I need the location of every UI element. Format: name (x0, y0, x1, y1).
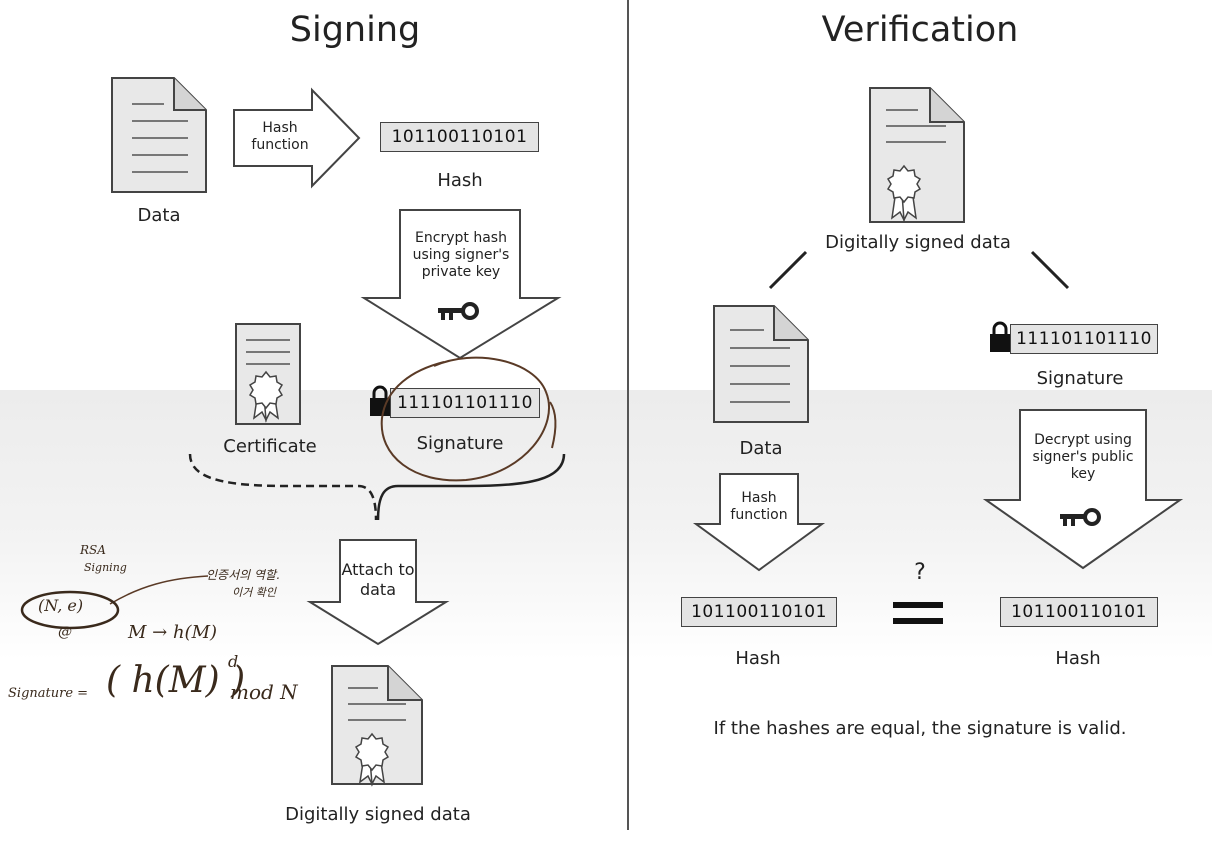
data-document-icon (111, 77, 207, 193)
signing-hash-value: 101100110101 (380, 122, 539, 152)
signature-lock-icon (370, 385, 390, 416)
signing-signature-value: 111101101110 (390, 388, 540, 418)
verification-signature-label: Signature (1036, 368, 1124, 389)
annotation-formula-mod: mod N (230, 680, 298, 704)
combine-brace (188, 453, 566, 521)
split-lines (768, 250, 1070, 290)
verification-hash-right-value: 101100110101 (1000, 597, 1158, 627)
equals-sign-bottom (893, 618, 943, 624)
annotation-signing: Signing (84, 561, 127, 574)
verification-hash-left-label: Hash (735, 648, 781, 669)
signing-encrypt-label: Encrypt hash using signer's private key (412, 230, 510, 280)
decrypt-label: Decrypt using signer's public key (1032, 432, 1134, 482)
verification-hash-arrow-icon (692, 473, 826, 572)
verification-signed-document-icon (869, 87, 965, 223)
attach-arrow-icon (306, 539, 450, 646)
annotation-key-pair: (N, e) (38, 596, 84, 615)
hash-function-arrow-icon (233, 87, 361, 189)
annotation-at-sign: @ (58, 624, 72, 640)
verification-conclusion: If the hashes are equal, the signature i… (713, 718, 1127, 739)
encrypt-arrow-icon (360, 209, 562, 360)
verification-data-document-icon (713, 305, 809, 423)
annotation-korean-2: 이거 확인 (232, 586, 276, 599)
signing-hash-function-label: Hash function (251, 120, 309, 153)
annotation-pointer-line (109, 575, 209, 605)
certificate-icon (235, 323, 301, 425)
signing-data-label: Data (137, 205, 181, 226)
private-key-icon (438, 302, 479, 320)
signing-hash-label: Hash (437, 170, 483, 191)
annotation-rsa: RSA (80, 543, 106, 557)
decrypt-arrow-icon (982, 409, 1184, 570)
verification-data-label: Data (739, 438, 783, 459)
certificate-label: Certificate (223, 436, 317, 457)
verification-signed-data-label: Digitally signed data (825, 232, 1011, 253)
verification-hash-function-label: Hash function (730, 490, 788, 523)
verification-signature-lock-icon (990, 321, 1010, 352)
question-mark: ? (914, 560, 926, 585)
annotation-formula-core: ( h(M) ) (106, 660, 246, 701)
signing-title: Signing (289, 10, 421, 50)
panel-divider (627, 0, 629, 830)
verification-hash-right-label: Hash (1055, 648, 1101, 669)
signed-document-icon (331, 665, 423, 787)
annotation-korean-1: 인증서의 역할. (206, 568, 280, 582)
annotation-formula-exp: d (228, 652, 239, 671)
verification-signature-value: 111101101110 (1010, 324, 1158, 354)
signing-signature-label: Signature (416, 433, 504, 454)
equals-sign-top (893, 602, 943, 608)
annotation-key-oval (20, 590, 120, 630)
signing-signed-data-label: Digitally signed data (285, 804, 471, 825)
handwritten-circle (380, 356, 557, 482)
annotation-hash-map: M → h(M) (128, 622, 218, 643)
public-key-icon (1060, 508, 1101, 526)
verification-hash-left-value: 101100110101 (681, 597, 837, 627)
verification-title: Verification (821, 10, 1019, 50)
annotation-formula-left: Signature = (8, 686, 89, 701)
attach-label: Attach to data (341, 560, 415, 599)
